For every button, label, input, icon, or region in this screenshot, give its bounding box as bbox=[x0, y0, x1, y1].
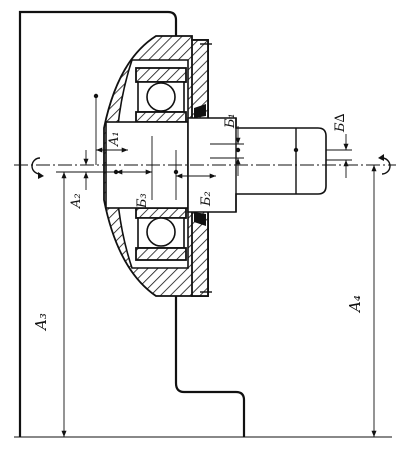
lower-bearing bbox=[135, 207, 187, 261]
label-b-delta: Б∆ bbox=[333, 113, 348, 133]
dimension-b2: Б₂ bbox=[175, 150, 216, 207]
housing-outline bbox=[18, 10, 246, 437]
label-b3: Б₃ bbox=[135, 193, 150, 209]
label-b1: Б₁ bbox=[223, 113, 238, 129]
label-a4: A₄ bbox=[346, 295, 364, 314]
upper-bearing bbox=[135, 67, 187, 123]
dimension-a1: A₁ bbox=[95, 96, 128, 165]
dimension-a3: A₃ bbox=[32, 171, 110, 437]
rotation-arrow-right bbox=[378, 154, 391, 175]
label-a2: A₂ bbox=[69, 193, 84, 209]
label-a3: A₃ bbox=[32, 313, 50, 332]
dimension-b-delta: Б∆ bbox=[326, 113, 352, 178]
label-b2: Б₂ bbox=[199, 191, 214, 207]
dimension-a4: A₄ bbox=[346, 165, 377, 437]
dimension-b1: Б₁ bbox=[210, 113, 244, 176]
label-a1: A₁ bbox=[107, 131, 122, 147]
reference-points bbox=[93, 93, 299, 175]
dimension-a2: A₂ bbox=[69, 150, 89, 209]
rotation-arrow-left bbox=[31, 157, 44, 179]
